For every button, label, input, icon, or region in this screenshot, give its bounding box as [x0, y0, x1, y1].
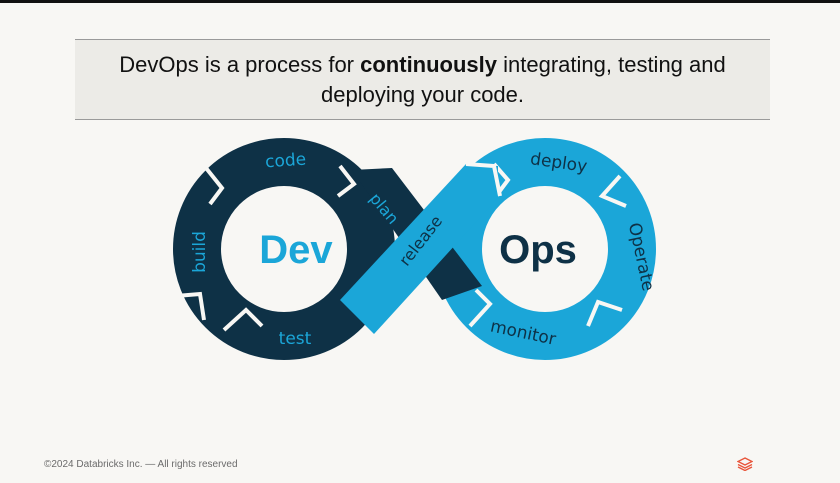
footer-copyright: ©2024 Databricks Inc. — All rights reser…	[44, 459, 238, 470]
dev-label: Dev	[259, 228, 333, 272]
segment-code: code	[265, 150, 307, 173]
headline-text: DevOps is a process for continuously int…	[75, 50, 770, 110]
dev-loop-ring	[173, 138, 395, 360]
dev-loop-separators	[175, 164, 357, 332]
databricks-logo-icon	[737, 457, 753, 471]
release-band	[340, 164, 498, 334]
segment-build: build	[190, 231, 210, 273]
ops-label: Ops	[499, 228, 577, 272]
headline-emphasis: continuously	[360, 51, 498, 77]
headline-before: DevOps is a process for	[119, 51, 361, 77]
top-bar	[0, 0, 840, 3]
headline-after: integrating, testing and deploying your …	[320, 51, 726, 107]
segment-test: test	[279, 329, 312, 349]
headline-box: DevOps is a process for continuously int…	[75, 39, 770, 120]
release-arrow-tip	[465, 162, 502, 197]
ops-loop-separators	[468, 162, 627, 328]
ops-loop-ring	[434, 138, 656, 360]
